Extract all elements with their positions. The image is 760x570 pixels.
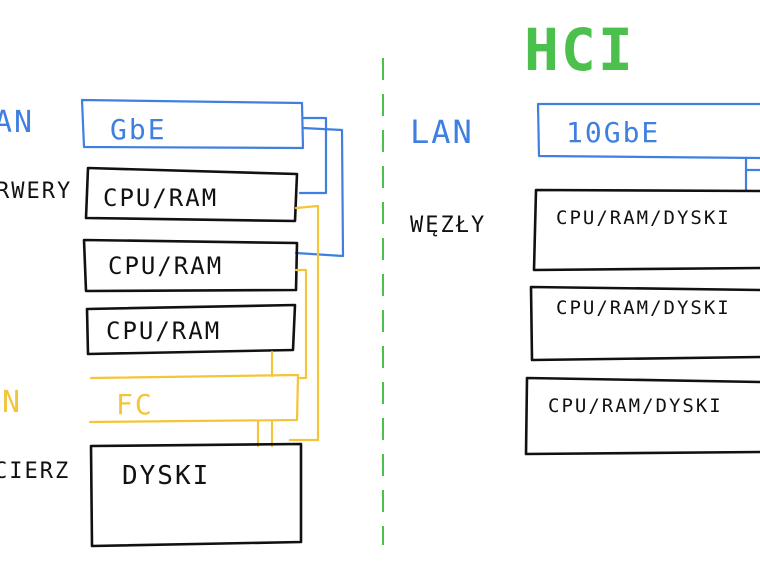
- left-storage-label: CIERZ: [0, 459, 70, 484]
- san-link-server-1: [288, 204, 320, 442]
- right-node-3-box: [524, 376, 760, 456]
- left-server-1-box: [84, 166, 299, 223]
- left-server-3-box: [85, 303, 297, 356]
- right-lan-label: LAN: [410, 113, 474, 151]
- left-san-label: N: [2, 385, 22, 420]
- left-gbe-box: [80, 98, 305, 150]
- right-10gbe-box: [536, 102, 760, 160]
- left-fc-label: FC: [116, 388, 154, 421]
- right-node-1-box: [532, 188, 760, 272]
- left-server-2-box: [82, 238, 299, 293]
- left-storage-box: [89, 442, 303, 548]
- left-servers-label: RWERY: [0, 179, 72, 204]
- lan-link-server-1: [298, 116, 328, 195]
- left-storage-disks-label: DYSKI: [122, 461, 210, 491]
- left-gbe-label: GbE: [110, 113, 167, 146]
- left-server-2-label: CPU/RAM: [108, 252, 223, 280]
- right-node-2-box: [529, 285, 760, 362]
- right-node-2-label: CPU/RAM/DYSKI: [556, 297, 731, 319]
- left-server-3-label: CPU/RAM: [106, 317, 221, 345]
- right-node-3-label: CPU/RAM/DYSKI: [548, 395, 723, 417]
- left-lan-label: AN: [0, 105, 34, 140]
- left-fc-box: [88, 373, 300, 424]
- san-link-server-2: [294, 268, 308, 380]
- right-lan-link: [744, 156, 760, 192]
- hci-title: HCI: [524, 16, 635, 84]
- right-nodes-label: WĘZŁY: [410, 213, 486, 238]
- san-link-storage: [256, 420, 274, 448]
- lan-link-server-2: [294, 126, 345, 258]
- left-server-1-label: CPU/RAM: [103, 184, 218, 212]
- right-node-1-label: CPU/RAM/DYSKI: [556, 207, 731, 229]
- right-10gbe-label: 10GbE: [566, 116, 660, 149]
